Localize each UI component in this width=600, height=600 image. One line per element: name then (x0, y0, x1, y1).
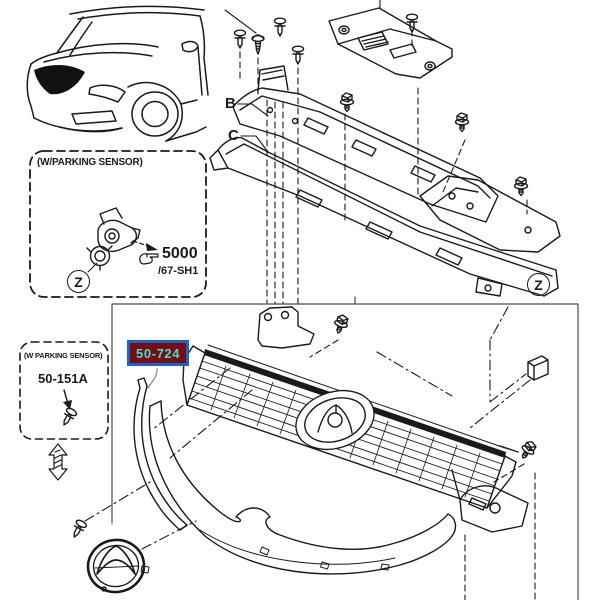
grille-assembly-drawing (182, 306, 539, 533)
part-code-67sh1[interactable]: /67-SH1 (158, 265, 199, 277)
leader-lines-top (239, 29, 528, 304)
chrome-strip-drawing[interactable] (133, 377, 188, 531)
lower-panel-c-drawing[interactable] (209, 136, 559, 297)
double-arrow-icon (48, 443, 68, 481)
seal-panel-b-drawing[interactable] (232, 65, 499, 223)
section-label-b[interactable]: B (225, 95, 236, 112)
cover-panel-drawing (328, 0, 470, 133)
zoom-marker-z-right: Z (527, 273, 550, 296)
part-number-5000[interactable]: 5000 (162, 245, 198, 262)
section-label-c[interactable]: C (228, 127, 239, 144)
section-label-leaders (237, 103, 269, 153)
fastener-clips-row (224, 9, 305, 65)
right-bracket-drawing (419, 175, 561, 253)
grille-trim-drawing (148, 400, 457, 575)
top-callout-heading: (W/PARKING SENSOR) (37, 157, 143, 168)
parking-sensor-drawing (86, 207, 141, 271)
highlighted-part-number-50-724[interactable]: 50-724 (127, 340, 190, 366)
part-number-50-151A[interactable]: 50-151A (38, 371, 88, 386)
hand-pointer-icon (139, 253, 159, 265)
car-illustration (26, 5, 209, 142)
highlight-leader-line (147, 368, 158, 389)
pad-drawing (527, 355, 549, 381)
bottom-sensor-callout-box (19, 341, 109, 481)
bottom-callout-heading: (W PARKING SENSOR) (24, 351, 103, 360)
mazda-emblem-drawing (68, 518, 150, 594)
arrowhead-icon (63, 400, 72, 410)
top-sensor-callout-box (29, 150, 207, 298)
arrowhead-icon (146, 243, 158, 251)
grille-section-box (111, 296, 579, 600)
zoom-marker-z-left: Z (67, 270, 90, 293)
